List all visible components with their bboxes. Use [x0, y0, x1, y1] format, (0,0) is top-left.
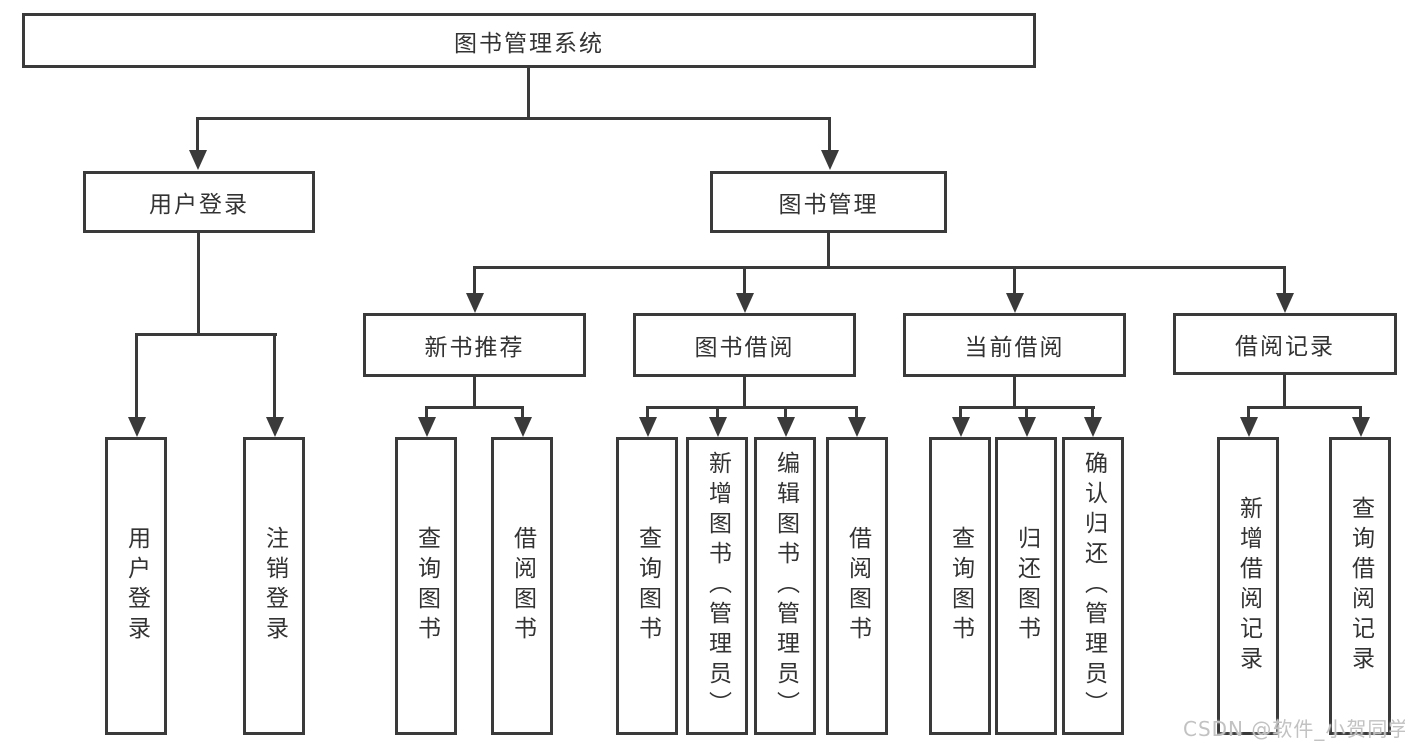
- arrow-down-icon: [189, 150, 207, 170]
- connector-vline: [1025, 406, 1028, 419]
- arrow-down-icon: [128, 417, 146, 437]
- watermark-text: CSDN @软件_小贺同学: [1183, 717, 1405, 741]
- connector-vline: [1013, 266, 1016, 295]
- arrow-down-icon: [1006, 293, 1024, 313]
- connector-vline: [1283, 266, 1286, 295]
- arrow-down-icon: [952, 417, 970, 437]
- connector-vline: [743, 266, 746, 295]
- arrow-down-icon: [1018, 417, 1036, 437]
- leaf-return-book: 归还图书: [995, 437, 1057, 735]
- leaf-query-books-borrowing: 查询图书: [616, 437, 678, 735]
- node-book-management: 图书管理: [710, 171, 947, 233]
- connector-vline: [196, 117, 199, 152]
- node-label: 借阅图书: [844, 526, 871, 646]
- connector-hline: [425, 406, 524, 409]
- node-label: 新增图书（管理员）: [704, 451, 731, 721]
- node-current-borrowing: 当前借阅: [903, 313, 1126, 377]
- node-new-book-recommend: 新书推荐: [363, 313, 586, 377]
- arrow-down-icon: [777, 417, 795, 437]
- connector-vline: [828, 117, 831, 152]
- connector-vline: [197, 233, 200, 336]
- node-label: 查询图书: [413, 526, 440, 646]
- connector-vline: [959, 406, 962, 419]
- connector-vline: [521, 406, 524, 419]
- node-label: 查询图书: [634, 526, 661, 646]
- connector-vline: [743, 377, 746, 409]
- connector-vline: [784, 406, 787, 419]
- node-book-borrowing: 图书借阅: [633, 313, 856, 377]
- node-label: 当前借阅: [964, 335, 1065, 361]
- node-label: 图书管理: [778, 192, 879, 218]
- connector-vline: [135, 333, 138, 419]
- leaf-query-books-current: 查询图书: [929, 437, 991, 735]
- connector-hline: [196, 117, 830, 120]
- leaf-borrow-books: 借阅图书: [826, 437, 888, 735]
- leaf-logout: 注销登录: [243, 437, 305, 735]
- node-label: 确认归还（管理员）: [1080, 451, 1107, 721]
- node-user-login: 用户登录: [83, 171, 315, 233]
- leaf-query-borrow-record: 查询借阅记录: [1329, 437, 1391, 735]
- node-borrowing-records: 借阅记录: [1173, 313, 1397, 375]
- connector-vline: [273, 333, 276, 419]
- node-label: 查询借阅记录: [1347, 496, 1374, 676]
- node-label: 借阅记录: [1235, 334, 1335, 360]
- arrow-down-icon: [1276, 293, 1294, 313]
- connector-vline: [827, 233, 830, 269]
- node-label: 编辑图书（管理员）: [772, 451, 799, 721]
- leaf-edit-book-admin: 编辑图书（管理员）: [754, 437, 816, 735]
- node-label: 用户登录: [123, 526, 150, 646]
- leaf-confirm-return-admin: 确认归还（管理员）: [1062, 437, 1124, 735]
- arrow-down-icon: [639, 417, 657, 437]
- connector-hline: [473, 266, 1286, 269]
- connector-vline: [646, 406, 649, 419]
- leaf-query-books-recommend: 查询图书: [395, 437, 457, 735]
- connector-vline: [1091, 406, 1094, 419]
- node-label: 用户登录: [149, 192, 249, 218]
- arrow-down-icon: [418, 417, 436, 437]
- node-label: 图书管理系统: [454, 30, 604, 57]
- connector-vline: [1013, 377, 1016, 409]
- node-label: 新书推荐: [424, 335, 525, 361]
- arrow-down-icon: [1084, 417, 1102, 437]
- node-library-management-system: 图书管理系统: [22, 13, 1036, 68]
- node-label: 注销登录: [261, 526, 288, 646]
- arrow-down-icon: [709, 417, 727, 437]
- connector-vline: [527, 68, 530, 119]
- connector-vline: [855, 406, 858, 419]
- arrow-down-icon: [514, 417, 532, 437]
- connector-hline: [646, 406, 858, 409]
- connector-vline: [473, 377, 476, 409]
- node-label: 新增借阅记录: [1235, 496, 1262, 676]
- node-label: 归还图书: [1013, 526, 1040, 646]
- connector-vline: [1283, 375, 1286, 408]
- connector-vline: [716, 406, 719, 419]
- arrow-down-icon: [848, 417, 866, 437]
- connector-vline: [1247, 406, 1250, 419]
- arrow-down-icon: [736, 293, 754, 313]
- leaf-add-borrow-record: 新增借阅记录: [1217, 437, 1279, 735]
- connector-vline: [425, 406, 428, 419]
- leaf-user-login: 用户登录: [105, 437, 167, 735]
- arrow-down-icon: [821, 150, 839, 170]
- arrow-down-icon: [1240, 417, 1258, 437]
- arrow-down-icon: [266, 417, 284, 437]
- arrow-down-icon: [1352, 417, 1370, 437]
- node-label: 查询图书: [947, 526, 974, 646]
- leaf-borrow-books-recommend: 借阅图书: [491, 437, 553, 735]
- arrow-down-icon: [466, 293, 484, 313]
- node-label: 借阅图书: [509, 526, 536, 646]
- connector-vline: [1359, 406, 1362, 419]
- connector-hline: [135, 333, 277, 336]
- connector-hline: [1247, 406, 1362, 409]
- leaf-add-book-admin: 新增图书（管理员）: [686, 437, 748, 735]
- connector-vline: [473, 266, 476, 295]
- node-label: 图书借阅: [694, 335, 795, 361]
